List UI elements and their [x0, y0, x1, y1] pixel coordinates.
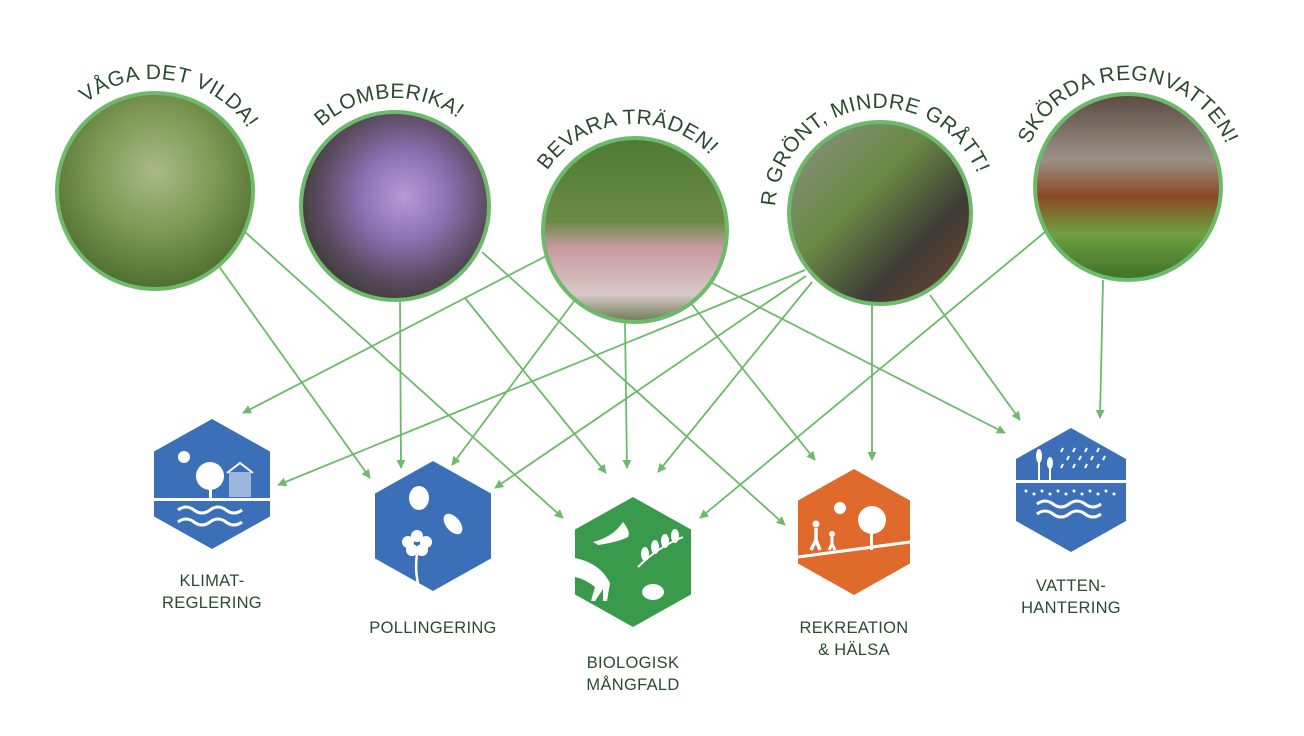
pollination-icon [402, 486, 463, 595]
label-line: KLIMAT- [179, 572, 245, 590]
benefit-klimat[interactable] [154, 419, 270, 549]
label-line: BIOLOGISK [586, 654, 680, 672]
arrow-mergront-to-pollinering [494, 275, 807, 489]
practice-bevara[interactable]: BEVARA TRÄDEN! [529, 106, 741, 324]
practice-skorda[interactable]: SKÖRDA REGNVATTEN! [1014, 62, 1243, 282]
arrow-vaga-to-pollinering [217, 264, 371, 479]
climate-icon [154, 451, 270, 527]
label-line: REGLERING [162, 594, 262, 612]
arrow-bevara-to-rekreation [689, 301, 816, 461]
arrow-bevara-to-pollinering [451, 299, 576, 466]
label-line: REKREATION [799, 619, 909, 637]
practice-vaga[interactable]: VÅGA DET VILDA! [43, 61, 267, 291]
label-line: VATTEN- [1035, 577, 1107, 595]
arrow-mergront-to-klimat [277, 269, 806, 487]
arrow-bevara-to-biologisk [622, 321, 632, 469]
benefit-label-vatten: VATTEN- HANTERING [1021, 575, 1121, 619]
arrow-blomberika-to-rekreation [481, 251, 786, 526]
biodiversity-icon [575, 522, 684, 601]
practice-blomberika[interactable]: BLOMBERIKA! [287, 80, 503, 302]
benefits-layer [154, 419, 1126, 627]
arrow-vaga-to-biologisk [244, 231, 564, 519]
arrows-layer [217, 231, 1105, 526]
meadow-photo [55, 91, 255, 291]
practices-layer: VÅGA DET VILDA!BLOMBERIKA!BEVARA TRÄDEN!… [0, 0, 1243, 324]
hexagon-badge [1016, 428, 1126, 552]
label-line: & HÄLSA [818, 641, 890, 659]
arrow-bevara-to-vatten [711, 282, 1006, 434]
green-street-photo [787, 120, 973, 306]
benefit-biologisk[interactable] [575, 497, 691, 627]
benefit-label-pollinering: POLLINGERING [369, 617, 496, 639]
arrow-skorda-to-vatten [1095, 279, 1105, 419]
label-line: MÅNGFALD [586, 676, 680, 694]
recreation-icon [797, 502, 911, 559]
bumblebee-photo [299, 110, 491, 302]
benefit-label-rekreation: REKREATION & HÄLSA [799, 617, 908, 661]
tree-house-photo [541, 136, 729, 324]
benefit-rekreation[interactable] [797, 469, 911, 595]
label-line: HANTERING [1021, 599, 1121, 617]
benefit-pollinering[interactable] [375, 461, 491, 595]
arrow-skorda-to-biologisk [699, 231, 1046, 519]
arrow-mergront-to-biologisk [657, 281, 813, 473]
hexagon-badge [798, 469, 910, 595]
hexagon-badge [575, 497, 691, 627]
label-line: POLLINGERING [369, 619, 497, 637]
arrow-blomberika-to-biologisk [464, 297, 607, 474]
benefit-label-biologisk: BIOLOGISK MÅNGFALD [586, 652, 679, 696]
water-icon [1016, 447, 1126, 519]
rain-garden-photo [1033, 92, 1223, 282]
benefit-vatten[interactable] [1016, 428, 1126, 552]
arrow-bevara-to-klimat [242, 254, 549, 414]
hexagon-badge [375, 461, 491, 591]
benefit-label-klimat: KLIMAT- REGLERING [162, 570, 262, 614]
arrow-blomberika-to-pollinering [396, 299, 406, 469]
